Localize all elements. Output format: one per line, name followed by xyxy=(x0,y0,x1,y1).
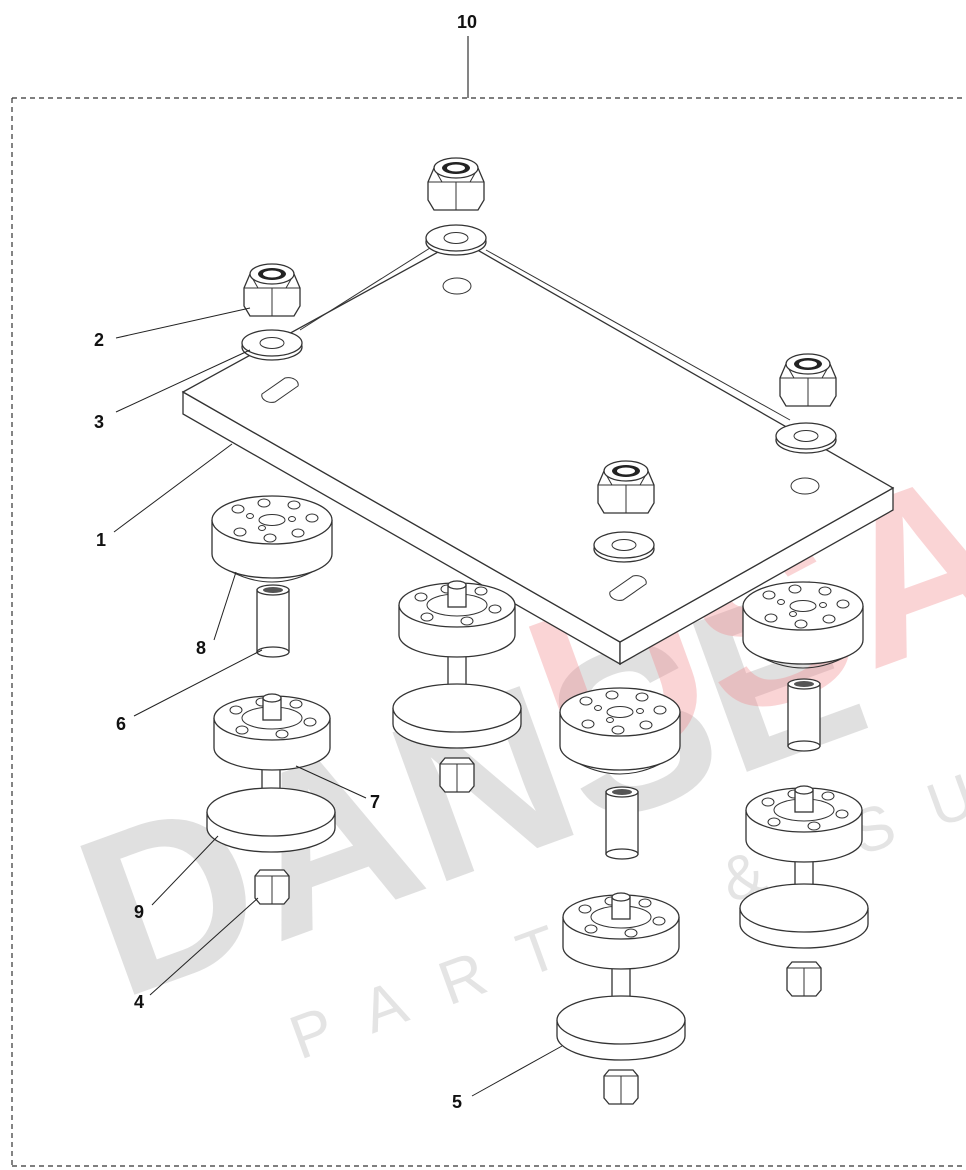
bolt-head-front xyxy=(603,1069,639,1105)
pin-disc-right xyxy=(745,785,863,863)
pin-disc-centre xyxy=(398,580,516,658)
washer-right xyxy=(775,422,837,454)
washer-front xyxy=(593,531,655,563)
callout-3-washer: 3 xyxy=(94,412,104,432)
callout-6-tube: 6 xyxy=(116,714,126,734)
callout-leaders xyxy=(113,307,563,1097)
callout-1-plate: 1 xyxy=(96,530,106,550)
rubber-mount-right xyxy=(742,581,864,669)
nyloc-nut-left xyxy=(243,263,301,317)
pin-disc-front xyxy=(562,892,680,970)
nyloc-nut-rear xyxy=(427,157,485,211)
spacer-tube-left xyxy=(256,584,290,658)
callout-5-flange: 5 xyxy=(452,1092,462,1112)
rubber-mount-front xyxy=(559,687,681,775)
assembly-guide-line xyxy=(299,247,431,331)
callout-8-rubber-mount: 8 xyxy=(196,638,206,658)
bolt-head-left xyxy=(254,869,290,905)
rubber-mount-left xyxy=(211,495,333,583)
pin-disc-left xyxy=(213,693,331,771)
callout-2-nut: 2 xyxy=(94,330,104,350)
flange-disc-right xyxy=(739,883,869,949)
assembly-boundary xyxy=(11,36,964,1167)
callout-4-bolt: 4 xyxy=(134,992,144,1012)
flange-disc-centre xyxy=(392,683,522,749)
flange-disc-front xyxy=(556,995,686,1061)
callout-9-big-disc: 9 xyxy=(134,902,144,922)
assembly-guide-line xyxy=(485,249,791,421)
bolt-head-centre xyxy=(439,757,475,793)
spacer-tube-front xyxy=(605,786,639,860)
washer-left xyxy=(241,329,303,361)
callout-assembly-label: 10 xyxy=(457,12,477,32)
bolt-head-right xyxy=(786,961,822,997)
flange-disc-left xyxy=(206,787,336,853)
nyloc-nut-right xyxy=(779,353,837,407)
callout-7-pin-disc: 7 xyxy=(370,792,380,812)
nyloc-nut-front xyxy=(597,460,655,514)
spacer-tube-right xyxy=(787,678,821,752)
washer-rear xyxy=(425,224,487,256)
